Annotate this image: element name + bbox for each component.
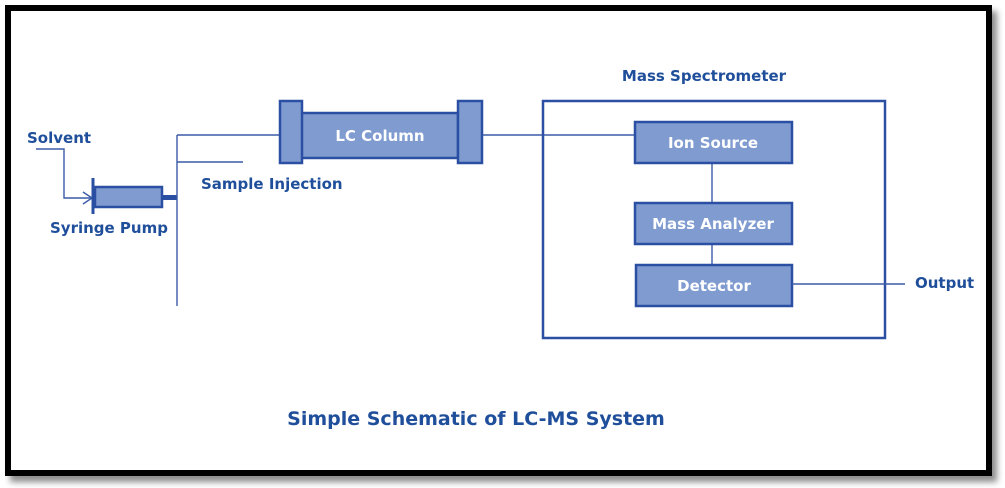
detector-label: Detector	[677, 277, 751, 295]
diagram-title: Simple Schematic of LC-MS System	[287, 408, 665, 430]
ion-source-box	[633, 120, 794, 165]
mass-analyzer-box	[633, 201, 794, 246]
detector: Detector	[634, 263, 794, 308]
lc-column-label: LC Column	[335, 127, 424, 145]
solvent-to-pump-wire	[36, 148, 92, 199]
mass-analyzer-label: Mass Analyzer	[652, 215, 774, 233]
sample-injection-label: Sample Injection	[201, 175, 343, 193]
syringe-body	[93, 185, 164, 209]
solvent-label: Solvent	[27, 129, 91, 147]
lc-column-left-cap	[278, 99, 304, 165]
ion-source: Ion Source	[633, 120, 794, 165]
output-label: Output	[915, 274, 974, 292]
syringe-nozzle	[162, 195, 177, 200]
mass-spectrometer-label: Mass Spectrometer	[622, 67, 787, 85]
ion-source-label: Ion Source	[668, 134, 758, 152]
detector-box	[634, 263, 794, 308]
syringe-pump	[91, 178, 177, 214]
diagram-frame	[5, 5, 992, 476]
mass-analyzer: Mass Analyzer	[633, 201, 794, 246]
mass-spectrometer-box	[541, 99, 887, 340]
syringe-pump-label: Syringe Pump	[50, 219, 168, 237]
lc-column-right-cap	[456, 99, 484, 165]
lc-column: LC Column	[278, 99, 484, 165]
